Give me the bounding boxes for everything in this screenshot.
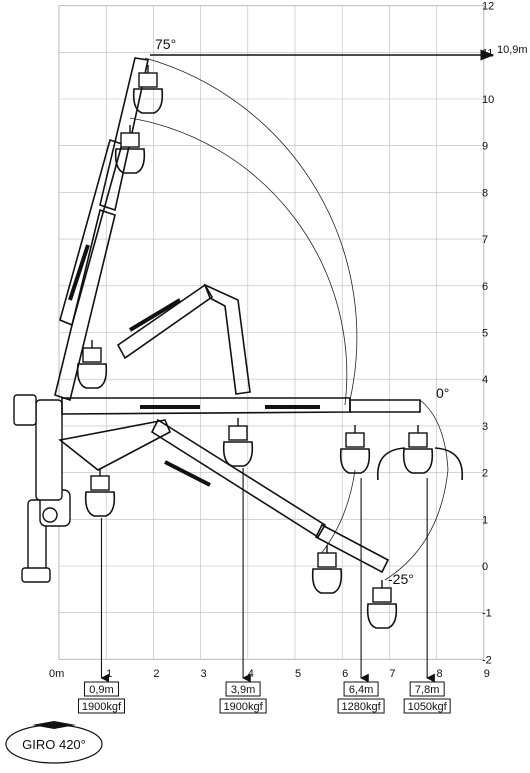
y-tick-label: 4: [482, 374, 488, 386]
capacity-box: [337, 698, 385, 714]
column-body: [35, 399, 63, 501]
grapple: [84, 468, 116, 517]
grapple: [402, 425, 434, 474]
crane-column: [13, 394, 71, 583]
open-grapple-left-jaw: [376, 447, 406, 481]
extension-boom-0: [349, 399, 421, 413]
load-drop-lines: [100, 468, 435, 683]
operator-seat: [13, 394, 37, 426]
capacity-value: 1050kgf: [408, 701, 448, 713]
cylinder-mid: [128, 298, 182, 332]
grapple: [339, 425, 371, 474]
load-box: 0,9m 1900kgf: [77, 681, 125, 714]
reach-box: [343, 681, 379, 697]
x-tick-label: 4: [248, 668, 254, 680]
jib-raised-mid: [203, 283, 251, 395]
x-tick-label: 6: [342, 668, 348, 680]
cylinder-75: [68, 244, 90, 301]
y-tick-label: -2: [482, 654, 492, 666]
y-tick-label: 9: [482, 141, 488, 153]
boom-raised-mid: [116, 283, 214, 360]
x-axis-unit-label: 0m: [49, 668, 64, 680]
grapple: [132, 65, 164, 114]
y-tick-label: 10: [482, 94, 494, 106]
angle-label-75: 75°: [155, 36, 176, 52]
capacity-value: 1900kgf: [224, 701, 264, 713]
y-tick-label: 1: [482, 514, 488, 526]
rotation-label: GIRO 420°: [22, 737, 86, 752]
x-tick-label: 7: [389, 668, 395, 680]
grapple: [222, 418, 254, 467]
rotation-arrow-icon: [32, 721, 76, 729]
y-tick-label: 12: [482, 1, 494, 13]
y-tick-label: 2: [482, 468, 488, 480]
load-box: 3,9m 1900kgf: [219, 681, 267, 714]
x-tick-label: 1: [106, 668, 112, 680]
cylinder-low: [164, 460, 211, 487]
outer-reach-arc: [384, 399, 449, 581]
x-tick-label: 5: [295, 668, 301, 680]
angle-label-minus-25: -25°: [388, 571, 414, 587]
x-tick-label: 9: [484, 668, 490, 680]
boom-minus-25: [150, 418, 327, 539]
inner-reach-arc: [129, 117, 348, 406]
y-tick-label: 6: [482, 281, 488, 293]
y-tick-label: -1: [482, 608, 492, 620]
y-tick-label: 5: [482, 328, 488, 340]
load-box: 7,8m 1050kgf: [403, 681, 451, 714]
y-tick-label: 3: [482, 421, 488, 433]
y-tick-label: 0: [482, 561, 488, 573]
boom-positions: [54, 57, 421, 574]
reach-box: [225, 681, 261, 697]
x-tick-label: 2: [153, 668, 159, 680]
y-tick-label: 11: [482, 47, 493, 59]
reach-box: [409, 681, 445, 697]
lower-reach-arc: [319, 469, 356, 556]
grapple: [114, 125, 146, 174]
reach-box: [83, 681, 119, 697]
capacity-box: [77, 698, 125, 714]
grapple: [76, 340, 108, 389]
x-tick-label: 3: [201, 668, 207, 680]
capacity-box: [403, 698, 451, 714]
grapples: [76, 65, 434, 629]
grapple: [366, 580, 398, 629]
reach-arcs: [129, 57, 449, 581]
extension-minus-25: [314, 523, 390, 574]
grid: [58, 5, 485, 660]
x-tick-label: 8: [437, 668, 443, 680]
capacity-value: 1280kgf: [342, 701, 382, 713]
main-boom-low: [58, 419, 172, 471]
stabilizer-foot: [21, 567, 51, 583]
open-grapple-right-jaw: [434, 447, 464, 481]
open-grapple: [376, 447, 464, 481]
load-box: 6,4m 1280kgf: [337, 681, 385, 714]
slewing-gear: [42, 507, 58, 523]
max-reach-arc: [144, 57, 358, 401]
x-axis-ticks: 1 2 3 4 5 6 7 8 9: [106, 668, 490, 680]
grapple: [311, 545, 343, 594]
load-boxes: 0,9m 1900kgf 3,9m 1900kgf 6,4m 1280kgf 7,8m 105…: [77, 681, 451, 714]
y-tick-label: 8: [482, 187, 488, 199]
rotation-indicator: GIRO 420°: [5, 721, 103, 764]
extension-boom-75: [99, 57, 149, 212]
capacity-value: 1900kgf: [82, 701, 122, 713]
capacity-box: [219, 698, 267, 714]
reach-value: 7,8m: [415, 684, 439, 696]
angle-label-0: 0°: [436, 385, 449, 401]
reach-value: 3,9m: [231, 684, 255, 696]
reach-value: 6,4m: [349, 684, 373, 696]
y-tick-label: 7: [482, 234, 488, 246]
reach-value: 0,9m: [89, 684, 113, 696]
max-height-label: 10,9m: [497, 44, 528, 56]
